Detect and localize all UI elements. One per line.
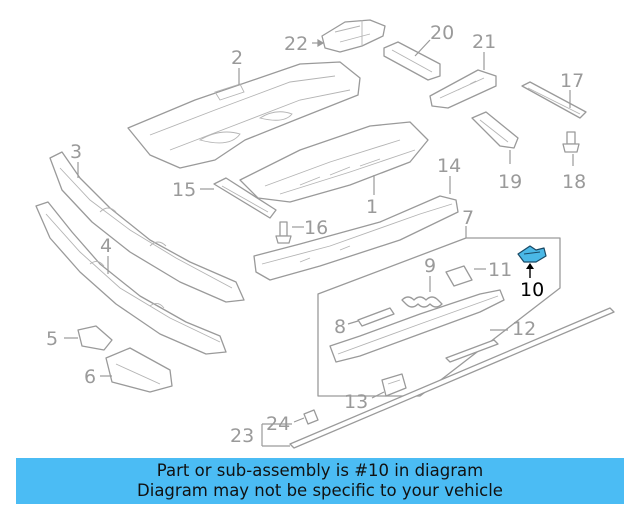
callout-7: 7 bbox=[462, 207, 474, 229]
part-20-rail bbox=[383, 41, 441, 81]
part-21-reinforcement bbox=[429, 69, 497, 109]
banner-line-1: Part or sub-assembly is #10 in diagram bbox=[156, 461, 484, 480]
callout-17: 17 bbox=[560, 70, 584, 92]
callout-21: 21 bbox=[472, 31, 496, 53]
callout-16: 16 bbox=[304, 217, 328, 239]
part-17-strip bbox=[521, 81, 587, 119]
callout-1: 1 bbox=[366, 196, 378, 218]
callout-23: 23 bbox=[230, 425, 254, 447]
part-23-rocker-molding bbox=[289, 307, 615, 449]
part-2-floor-pan bbox=[127, 61, 361, 169]
callout-13: 13 bbox=[344, 391, 368, 413]
callout-6: 6 bbox=[84, 366, 96, 388]
part-4-lower-rail bbox=[35, 201, 227, 355]
part-22-bracket bbox=[321, 19, 386, 53]
part-13-bracket bbox=[381, 373, 407, 397]
part-14-crossmember bbox=[253, 195, 459, 281]
callout-5: 5 bbox=[46, 328, 58, 350]
part-24-clip bbox=[303, 409, 319, 425]
callout-19: 19 bbox=[498, 171, 522, 193]
parts-diagram: 2 22 20 21 17 18 19 bbox=[35, 19, 615, 449]
callout-10: 10 bbox=[520, 279, 544, 301]
part-7-inner-sill bbox=[329, 289, 505, 363]
part-15-brace bbox=[213, 177, 277, 219]
part-5-gusset bbox=[77, 325, 113, 351]
callout-8: 8 bbox=[334, 316, 346, 338]
part-19-bracket bbox=[471, 111, 519, 149]
part-12-strip bbox=[445, 339, 499, 363]
part-1-rear-floor bbox=[239, 121, 429, 203]
info-banner: Part or sub-assembly is #10 in diagram D… bbox=[16, 458, 624, 504]
part-3-side-rail bbox=[49, 151, 245, 303]
callout-18: 18 bbox=[562, 171, 586, 193]
part-8-clip bbox=[357, 307, 395, 327]
callout-14: 14 bbox=[437, 155, 461, 177]
part-16-bolt bbox=[275, 221, 292, 244]
part-18-bolt bbox=[562, 131, 580, 153]
part-11-bracket bbox=[445, 265, 473, 287]
callout-15: 15 bbox=[172, 179, 196, 201]
part-10-highlighted bbox=[517, 245, 547, 263]
callout-2: 2 bbox=[231, 47, 243, 69]
callout-20: 20 bbox=[430, 22, 454, 44]
callout-11: 11 bbox=[488, 259, 512, 281]
part-6-bracket bbox=[105, 347, 173, 393]
callout-22: 22 bbox=[284, 33, 308, 55]
callout-3: 3 bbox=[70, 141, 82, 163]
banner-line-2: Diagram may not be specific to your vehi… bbox=[137, 481, 503, 500]
callout-4: 4 bbox=[100, 235, 112, 257]
part-9-reinforcement bbox=[401, 296, 443, 308]
callout-12: 12 bbox=[512, 318, 536, 340]
callout-9: 9 bbox=[424, 255, 436, 277]
